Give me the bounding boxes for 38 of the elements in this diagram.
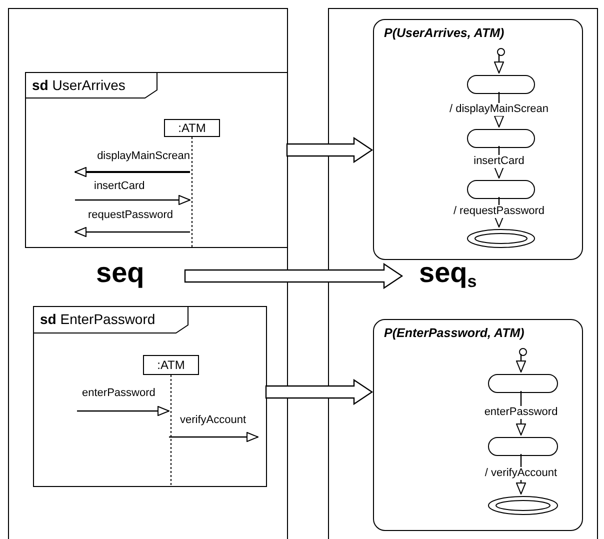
state	[467, 129, 535, 148]
lifeline	[191, 137, 193, 248]
lifeline-box: :ATM	[143, 355, 199, 375]
panel-title: seq	[96, 257, 144, 289]
frame-title: sd UserArrives	[32, 77, 126, 93]
state-machine-frame	[373, 19, 583, 260]
state	[467, 180, 535, 199]
message-arrow	[169, 432, 258, 442]
initial-state	[497, 48, 505, 56]
transition-arrow	[494, 54, 504, 74]
block-arrow	[184, 262, 404, 290]
frame-title: sd EnterPassword	[40, 311, 156, 327]
sequence-frame	[33, 306, 267, 487]
block-arrow	[265, 378, 374, 406]
message-label: verifyAccount	[180, 414, 246, 427]
state	[488, 374, 558, 393]
message-label: insertCard	[94, 180, 145, 193]
block-arrow	[286, 136, 374, 164]
message-arrow	[75, 195, 190, 205]
message-label: displayMainScrean	[96, 150, 190, 163]
message-label: enterPassword	[82, 387, 156, 400]
message-arrow	[74, 227, 190, 237]
sequence-frame	[25, 72, 288, 248]
initial-state	[519, 348, 527, 356]
state-machine-frame	[373, 319, 583, 531]
lifeline-box: :ATM	[164, 119, 220, 137]
final-state	[467, 229, 535, 248]
state-machine-title: P(EnterPassword, ATM)	[384, 326, 524, 340]
panel-title: seq$_{s}$	[419, 257, 477, 292]
transition-arrow	[516, 354, 526, 372]
message-arrow	[77, 406, 170, 416]
state	[467, 75, 535, 94]
state-machine-title: P(UserArrives, ATM)	[384, 26, 504, 40]
lifeline	[170, 375, 172, 487]
message-label: requestPassword	[88, 209, 173, 222]
message-arrow	[74, 167, 190, 177]
state	[488, 437, 558, 456]
final-state	[488, 496, 558, 515]
